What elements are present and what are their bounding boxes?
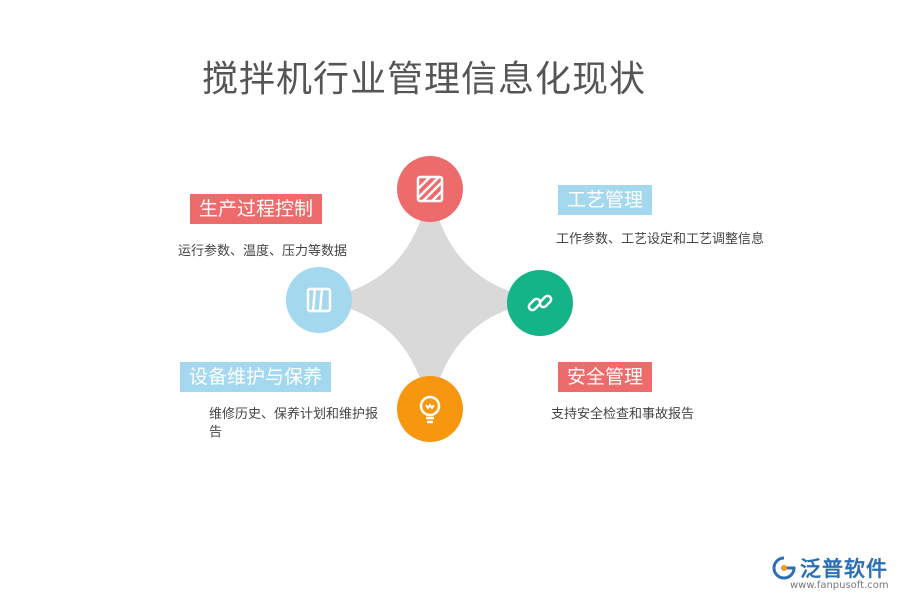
brand-name: 泛普软件: [800, 557, 888, 581]
desc-safety-management: 支持安全检查和事故报告: [551, 407, 695, 422]
brand-logo: 泛普软件: [772, 553, 888, 583]
right-circle: [507, 270, 573, 336]
link-icon: [527, 294, 553, 312]
label-process-management: 工艺管理: [558, 185, 653, 215]
striped-square-icon: [416, 175, 444, 203]
desc-production-control: 运行参数、温度、压力等数据: [178, 244, 348, 259]
desc-process-management: 工作参数、工艺设定和工艺调整信息: [556, 232, 765, 247]
label-equipment-maintenance: 设备维护与保养: [180, 362, 332, 392]
brand-mark-icon: [772, 556, 796, 580]
label-safety-management: 安全管理: [558, 362, 653, 392]
brand-url: www.fanpusoft.com: [790, 580, 889, 591]
left-circle: [286, 267, 352, 333]
page-title: 搅拌机行业管理信息化现状: [202, 59, 647, 100]
bulb-icon: [419, 395, 441, 424]
label-production-control: 生产过程控制: [190, 194, 323, 224]
bottom-circle: [397, 376, 463, 442]
top-circle: [397, 156, 463, 222]
columns-icon: [306, 287, 332, 313]
desc-equipment-maintenance: 维修历史、保养计划和维护报告: [209, 407, 379, 440]
